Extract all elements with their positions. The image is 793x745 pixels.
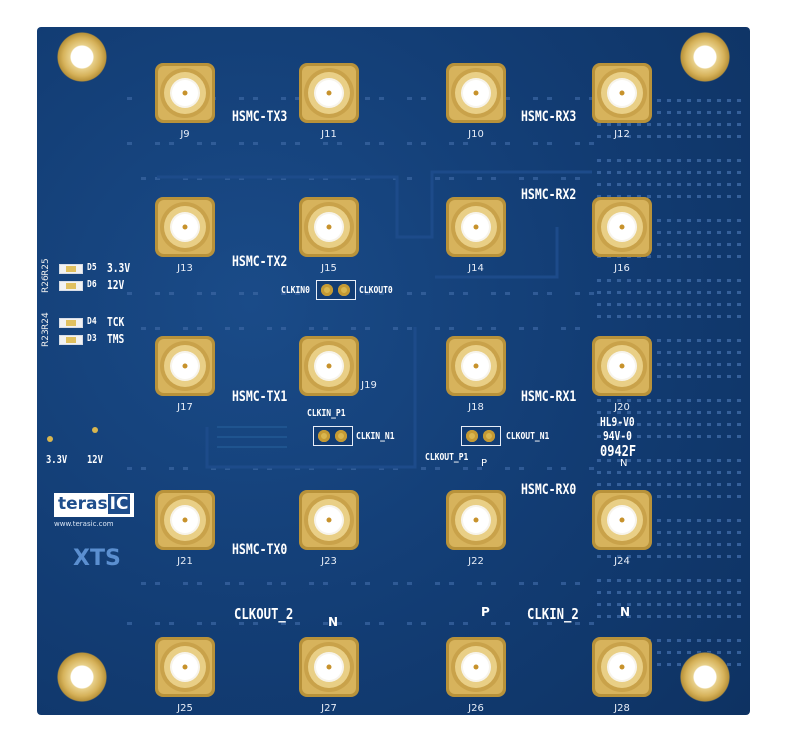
connector-ref-label: J21 (177, 556, 193, 567)
connector-ref-label: J25 (177, 703, 193, 714)
sma-connector (444, 332, 508, 398)
header-clkout1 (461, 426, 501, 446)
label-hsmc-tx1: HSMC-TX1 (232, 389, 288, 405)
sma-connector (153, 486, 217, 552)
sma-connector (444, 633, 508, 699)
connector-ref-label: J17 (177, 402, 193, 413)
label-clkin0: CLKIN0 (281, 285, 310, 296)
terasic-url: www.terasic.com (54, 520, 114, 528)
connector-ref-label: J11 (321, 129, 337, 140)
sma-connector (444, 193, 508, 259)
label-hsmc-rx1: HSMC-RX1 (521, 389, 577, 405)
label-clkin-2: CLKIN_2 (527, 605, 579, 623)
connector-ref-label: J18 (468, 402, 484, 413)
resistor-ref-label: R23 (41, 329, 51, 347)
sma-connector (153, 193, 217, 259)
led-function-label: TCK (107, 315, 125, 329)
sma-connector (297, 193, 361, 259)
connector-ref-label: J13 (177, 263, 193, 274)
connector-ref-label: J22 (468, 556, 484, 567)
connector-ref-label: J20 (614, 402, 630, 413)
sma-connector (444, 486, 508, 552)
label-hsmc-tx3: HSMC-TX3 (232, 109, 288, 125)
resistor-ref-label: R25 (41, 258, 51, 276)
sma-connector (590, 332, 654, 398)
led-ref-label: D4 (87, 316, 97, 327)
label-power-3v3: 3.3V (46, 453, 68, 466)
status-led (59, 335, 83, 345)
connector-ref-label: J9 (180, 129, 190, 140)
led-function-label: 12V (107, 278, 125, 292)
sma-connector (297, 633, 361, 699)
led-ref-label: D6 (87, 279, 97, 290)
label-hsmc-tx0: HSMC-TX0 (232, 542, 288, 558)
connector-ref-label: J23 (321, 556, 337, 567)
pin-mark-p: P (481, 605, 490, 619)
mounting-hole-top-right (680, 32, 730, 82)
label-clkout-n1: CLKOUT_N1 (506, 431, 550, 442)
pcb-via-pattern (127, 97, 741, 666)
pin-mark-n: N (620, 458, 628, 469)
label-hsmc-rx3: HSMC-RX3 (521, 109, 577, 125)
label-power-12v: 12V (87, 453, 103, 466)
power-pad-3v3 (47, 436, 53, 442)
resistor-ref-label: R24 (41, 312, 51, 330)
label-clkout-2: CLKOUT_2 (234, 605, 294, 623)
sma-connector (590, 59, 654, 125)
status-led (59, 264, 83, 274)
pcb-board: J9 J11 J10 (37, 27, 750, 715)
status-led (59, 281, 83, 291)
sma-connector (590, 193, 654, 259)
sma-connector (444, 59, 508, 125)
connector-ref-label: J16 (614, 263, 630, 274)
pin-mark-n: N (328, 615, 339, 629)
label-clkin-n1: CLKIN_N1 (356, 431, 395, 442)
sma-connector (297, 59, 361, 125)
mounting-hole-bottom-right (680, 652, 730, 702)
sma-connector (153, 633, 217, 699)
mounting-hole-top-left (57, 32, 107, 82)
connector-ref-label: J15 (321, 263, 337, 274)
led-ref-label: D3 (87, 333, 97, 344)
connector-ref-label: J26 (468, 703, 484, 714)
sma-connector (153, 59, 217, 125)
connector-ref-label: J24 (614, 556, 630, 567)
label-clkout-p1: CLKOUT_P1 (425, 452, 469, 463)
led-function-label: 3.3V (107, 261, 131, 275)
sma-connector (297, 332, 361, 398)
led-ref-label: D5 (87, 262, 97, 273)
header-clkin1 (313, 426, 353, 446)
label-hsmc-tx2: HSMC-TX2 (232, 254, 288, 270)
connector-ref-label: J12 (614, 129, 630, 140)
label-clkout0: CLKOUT0 (359, 285, 393, 296)
connector-ref-label: J27 (321, 703, 337, 714)
model-label: XTS (73, 546, 121, 571)
power-pad-12v (92, 427, 98, 433)
pin-mark-p: P (481, 458, 488, 469)
sma-connector (153, 332, 217, 398)
label-hsmc-rx2: HSMC-RX2 (521, 187, 577, 203)
header-clk0 (316, 280, 356, 300)
connector-ref-label: J14 (468, 263, 484, 274)
sma-connector (590, 486, 654, 552)
marking-line-2: 94V-0 (603, 429, 632, 443)
connector-ref-label: J28 (614, 703, 630, 714)
status-led (59, 318, 83, 328)
label-clkin-p1: CLKIN_P1 (307, 408, 346, 419)
led-function-label: TMS (107, 332, 125, 346)
label-hsmc-rx0: HSMC-RX0 (521, 482, 577, 498)
mounting-hole-bottom-left (57, 652, 107, 702)
sma-connector (297, 486, 361, 552)
connector-ref-label: J10 (468, 129, 484, 140)
marking-line-1: HL9-V0 (600, 415, 635, 429)
resistor-ref-label: R26 (41, 275, 51, 293)
pin-mark-n: N (620, 605, 631, 619)
connector-ref-label: J19 (361, 380, 377, 391)
marking-line-3: 0942F (600, 442, 637, 460)
sma-connector (590, 633, 654, 699)
